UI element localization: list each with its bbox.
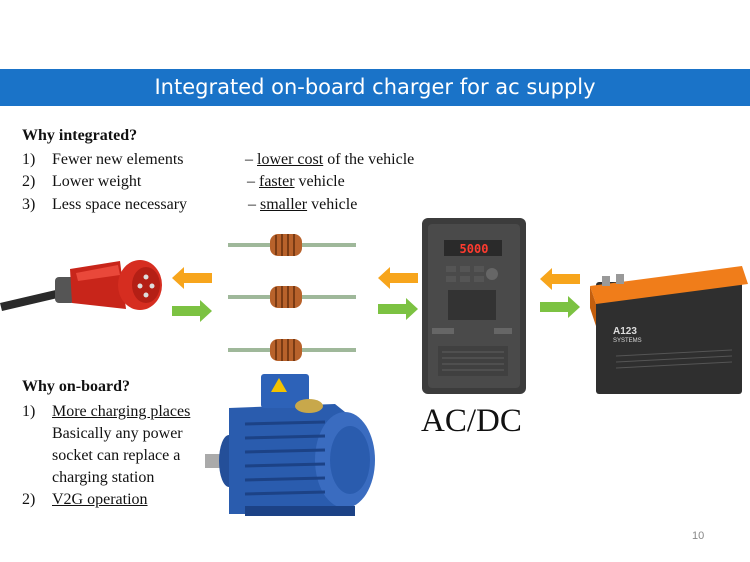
slide-title: Integrated on-board charger for ac suppl…	[154, 75, 595, 99]
battery-icon	[586, 256, 748, 396]
item-text: Fewer new elements	[52, 151, 184, 168]
onboard-item-1-line-2: socket can replace a	[52, 447, 180, 465]
arrow-right-icon	[540, 296, 580, 318]
item-number: 1)	[22, 403, 52, 421]
item-title: More charging places	[52, 403, 190, 420]
integrated-heading: Why integrated?	[22, 127, 137, 145]
inductor-icon	[228, 232, 356, 258]
arrow-left-icon	[378, 267, 418, 289]
benefit-rest: vehicle	[299, 173, 345, 190]
integrated-item-2: 2)Lower weight	[22, 173, 141, 191]
onboard-item-1-line-3: charging station	[52, 469, 154, 487]
ac-dc-label: AC/DC	[421, 403, 522, 440]
arrow-right-icon	[378, 298, 418, 320]
inductor-icon	[228, 284, 356, 310]
item-number: 1)	[22, 151, 52, 169]
integrated-item-3: 3)Less space necessary	[22, 196, 187, 214]
dash: –	[247, 173, 255, 190]
benefit-rest: of the vehicle	[327, 151, 414, 168]
integrated-item-1: 1)Fewer new elements	[22, 151, 184, 169]
benefit-keyword: lower cost	[257, 151, 323, 168]
item-number: 2)	[22, 173, 52, 191]
page-number: 10	[692, 530, 704, 542]
item-text: Less space necessary	[52, 196, 187, 213]
onboard-item-1-line-1: Basically any power	[52, 425, 183, 443]
inductor-icon	[228, 337, 356, 363]
slide-title-bar: Integrated on-board charger for ac suppl…	[0, 69, 750, 106]
plug-icon	[0, 255, 170, 315]
benefit-keyword: smaller	[260, 196, 307, 213]
onboard-item-2: 2)V2G operation	[22, 491, 148, 509]
dash: –	[248, 196, 256, 213]
item-title: V2G operation	[52, 491, 148, 508]
benefit-rest: vehicle	[311, 196, 357, 213]
item-number: 2)	[22, 491, 52, 509]
onboard-heading: Why on-board?	[22, 378, 130, 396]
onboard-item-1: 1)More charging places	[22, 403, 190, 421]
item-number: 3)	[22, 196, 52, 214]
arrow-left-icon	[540, 268, 580, 290]
benefit-keyword: faster	[259, 173, 295, 190]
integrated-item-3-benefit: – smaller vehicle	[248, 196, 357, 214]
battery-brand: A123	[613, 326, 637, 337]
integrated-item-2-benefit: – faster vehicle	[247, 173, 345, 191]
battery-brand-sub: SYSTEMS	[613, 338, 642, 344]
item-text: Lower weight	[52, 173, 141, 190]
arrow-left-icon	[172, 267, 212, 289]
dash: –	[245, 151, 253, 168]
arrow-right-icon	[172, 300, 212, 322]
inverter-display: 5000	[446, 242, 502, 256]
integrated-item-1-benefit: – lower cost of the vehicle	[245, 151, 414, 169]
motor-icon	[205, 368, 383, 518]
